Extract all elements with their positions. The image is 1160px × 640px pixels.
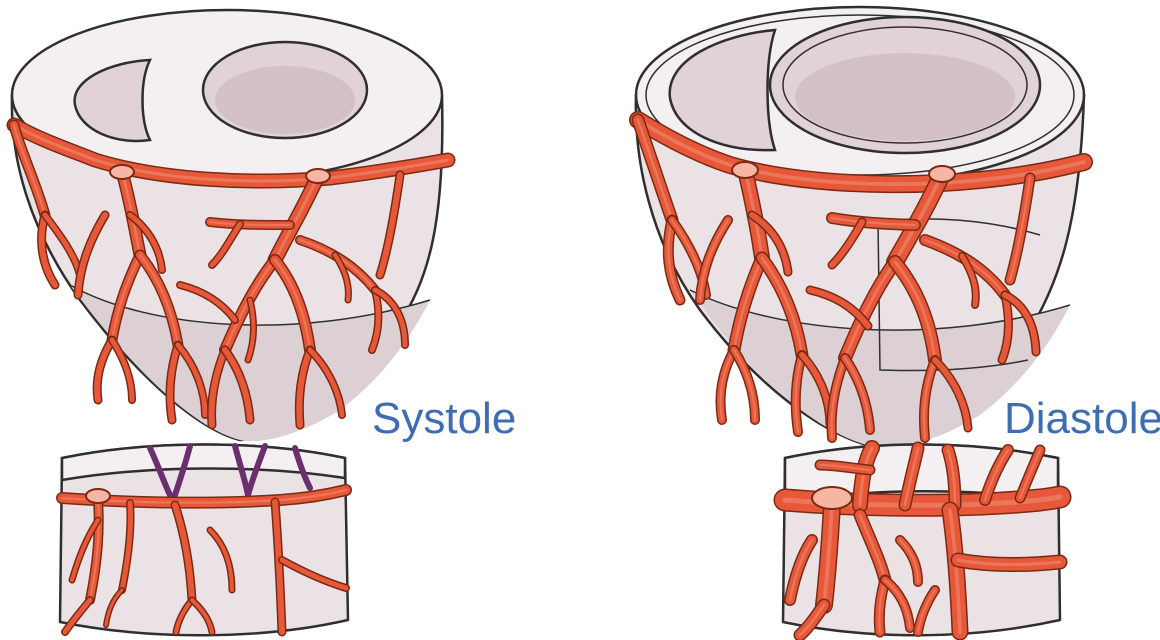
diastole-section-ostium [812,487,852,509]
systole-section [60,445,348,636]
systole-ostium-right [306,169,330,183]
systole-vessel-branch-7 [97,340,112,400]
diastole-heart [636,7,1084,448]
diastole-label: Diastole [1004,394,1160,443]
systole-section-ostium [86,489,110,503]
systole-heart [12,10,448,441]
diastole-ostium-left [732,162,758,178]
systole-ostium-left [110,165,134,179]
diastole-section [783,445,1060,636]
diastole-ostium-right [929,166,955,182]
systole-label: Systole [372,394,516,443]
